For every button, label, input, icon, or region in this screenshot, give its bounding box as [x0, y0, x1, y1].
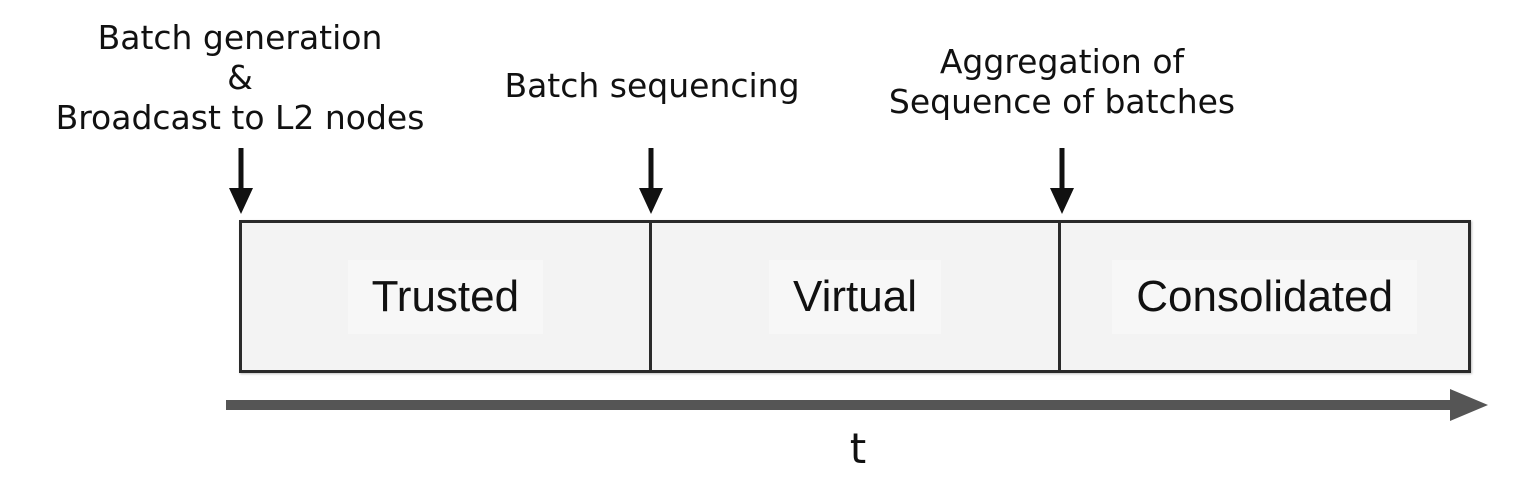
annotation-line: Aggregation of [939, 42, 1185, 81]
stage-label: Consolidated [1112, 259, 1418, 334]
annotation-line: Broadcast to L2 nodes [55, 98, 425, 137]
stage-trusted: Trusted [242, 223, 649, 370]
time-axis-arrow-icon [226, 389, 1488, 421]
aggregation-annotation: Aggregation of Sequence of batches [862, 42, 1262, 122]
annotation-line: Batch generation [97, 18, 383, 57]
down-arrow-icon [229, 148, 253, 214]
batch-state-timeline: Trusted Virtual Consolidated [239, 220, 1471, 373]
batch-generation-annotation: Batch generation & Broadcast to L2 nodes [40, 18, 440, 138]
stage-label: Trusted [347, 259, 544, 334]
annotation-line: Batch sequencing [504, 66, 800, 105]
annotation-line: Sequence of batches [888, 82, 1236, 121]
annotation-line: & [227, 58, 253, 97]
batch-sequencing-annotation: Batch sequencing [452, 66, 852, 106]
stage-virtual: Virtual [648, 223, 1059, 370]
stage-label: Virtual [769, 259, 941, 334]
stage-consolidated: Consolidated [1058, 223, 1468, 370]
time-axis-label: t [849, 424, 867, 473]
down-arrow-icon [639, 148, 663, 214]
down-arrow-icon [1050, 148, 1074, 214]
